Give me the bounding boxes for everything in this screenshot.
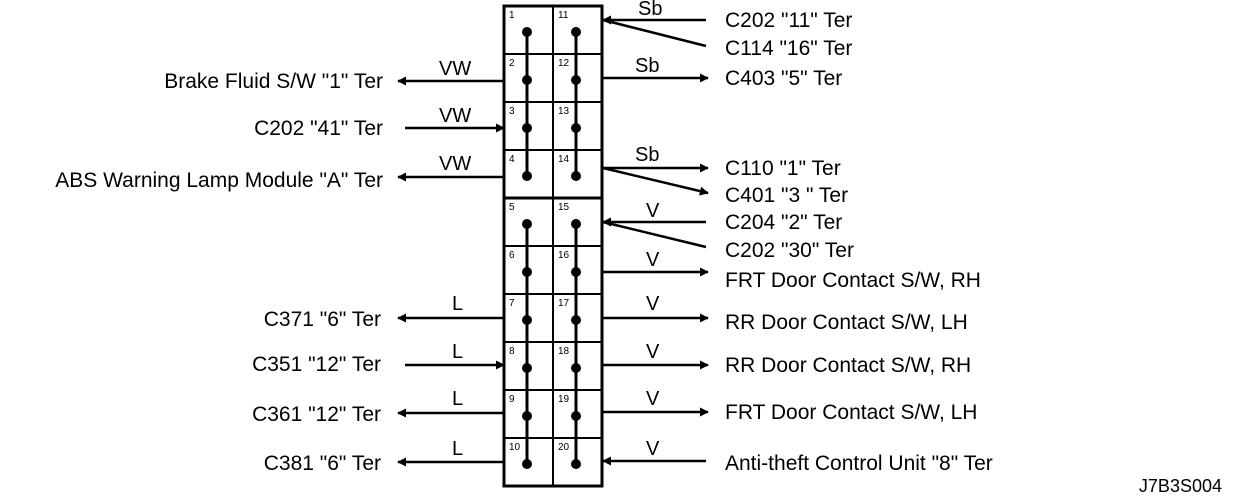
- pin-junction-dot-19: [571, 411, 581, 421]
- pin-junction-dot-15: [571, 219, 581, 229]
- pin-junction-dot-20: [571, 459, 581, 469]
- pin-junction-dot-7: [522, 315, 532, 325]
- wire-color-12: Sb: [635, 55, 659, 77]
- pin-junction-dot-3: [522, 123, 532, 133]
- wire-color-19: V: [646, 388, 660, 410]
- wire-line-11b: [602, 18, 707, 48]
- wire-line-15b: [602, 220, 707, 249]
- source-label-15a: C204 "2" Ter: [725, 211, 842, 234]
- diagram-code: J7B3S004: [1139, 476, 1222, 496]
- pin-junction-dot-9: [522, 411, 532, 421]
- pin-number-12: 12: [558, 58, 570, 69]
- destination-label-14b: C401 "3 " Ter: [725, 184, 848, 207]
- pin-junction-dot-2: [522, 75, 532, 85]
- pin-junction-dot-14: [571, 171, 581, 181]
- pin-junction-dot-1: [522, 27, 532, 37]
- source-label-11b: C114 "16" Ter: [725, 37, 852, 60]
- pin-number-6: 6: [509, 250, 515, 261]
- destination-label-4: ABS Warning Lamp Module "A" Ter: [55, 169, 383, 192]
- pin-number-16: 16: [558, 250, 570, 261]
- destination-label-12: C403 "5" Ter: [725, 67, 842, 90]
- source-label-3: C202 "41" Ter: [254, 117, 383, 140]
- pin-number-15: 15: [558, 202, 570, 213]
- wire-color-16: V: [646, 249, 660, 271]
- wire-color-20: V: [646, 438, 660, 460]
- wire-color-7: L: [452, 293, 463, 315]
- wire-color-18: V: [646, 341, 660, 363]
- pin-junction-dot-5: [522, 219, 532, 229]
- pin-number-9: 9: [509, 394, 515, 405]
- pin-number-19: 19: [558, 394, 570, 405]
- wire-color-14: Sb: [635, 144, 659, 166]
- wire-color-3: VW: [439, 105, 471, 127]
- pin-junction-dot-11: [571, 27, 581, 37]
- wire-color-11: Sb: [638, 0, 662, 20]
- pin-junction-dot-18: [571, 363, 581, 373]
- destination-label-18: RR Door Contact S/W, RH: [725, 354, 971, 377]
- pin-number-8: 8: [509, 346, 515, 357]
- wire-line-14b: [602, 166, 709, 196]
- destination-label-16: FRT Door Contact S/W, RH: [725, 269, 981, 292]
- pin-junction-dot-16: [571, 267, 581, 277]
- pin-number-20: 20: [558, 442, 570, 453]
- right-connections: Sb C202 "11" Ter C114 "16" Ter Sb C403 "…: [602, 0, 993, 475]
- pin-number-13: 13: [558, 106, 570, 117]
- wire-color-10: L: [452, 438, 463, 460]
- destination-label-9: C361 "12" Ter: [252, 403, 381, 426]
- pin-number-17: 17: [558, 298, 570, 309]
- wire-color-17: V: [646, 293, 660, 315]
- pin-number-3: 3: [509, 106, 515, 117]
- pin-number-1: 1: [509, 10, 515, 21]
- pin-junction-dot-13: [571, 123, 581, 133]
- destination-label-10: C381 "6" Ter: [264, 452, 381, 475]
- pin-number-7: 7: [509, 298, 515, 309]
- pin-number-14: 14: [558, 154, 570, 165]
- destination-label-17: RR Door Contact S/W, LH: [725, 311, 968, 334]
- destination-label-2: Brake Fluid S/W "1" Ter: [164, 70, 383, 93]
- wire-color-2: VW: [439, 58, 471, 80]
- wire-color-15: V: [646, 200, 660, 222]
- pin-number-10: 10: [509, 442, 521, 453]
- pin-number-11: 11: [558, 10, 569, 21]
- pin-junction-dot-17: [571, 315, 581, 325]
- destination-label-7: C371 "6" Ter: [264, 308, 381, 331]
- wire-color-8: L: [452, 341, 463, 363]
- pin-junction-dot-12: [571, 75, 581, 85]
- destination-label-14a: C110 "1" Ter: [725, 157, 841, 180]
- left-connections: VW Brake Fluid S/W "1" Ter VW C202 "41" …: [55, 58, 505, 475]
- pin-number-2: 2: [509, 58, 515, 69]
- pin-junction-dot-4: [522, 171, 532, 181]
- destination-label-19: FRT Door Contact S/W, LH: [725, 401, 977, 424]
- source-label-20: Anti-theft Control Unit "8" Ter: [725, 452, 993, 475]
- pin-number-5: 5: [509, 202, 515, 213]
- source-label-8: C351 "12" Ter: [252, 353, 381, 376]
- source-label-11a: C202 "11" Ter: [725, 9, 852, 32]
- source-label-15b: C202 "30" Ter: [725, 239, 854, 262]
- pin-number-4: 4: [509, 154, 515, 165]
- pin-junction-dot-10: [522, 459, 532, 469]
- pin-number-18: 18: [558, 346, 570, 357]
- wire-color-9: L: [452, 388, 463, 410]
- wire-color-4: VW: [439, 153, 471, 175]
- pin-junction-dot-8: [522, 363, 532, 373]
- pin-junction-dot-6: [522, 267, 532, 277]
